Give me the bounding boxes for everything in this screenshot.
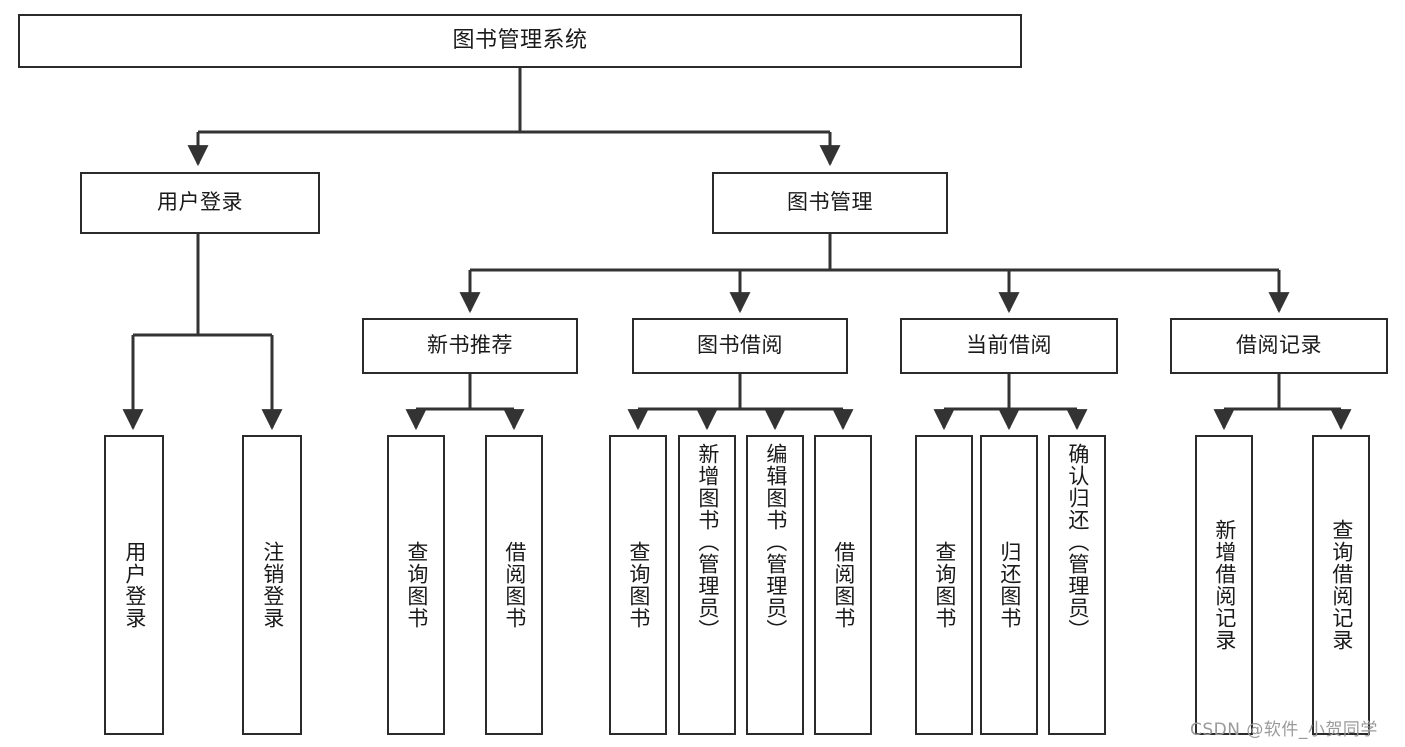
node-user-login-label: 用户登录 [157, 190, 243, 215]
node-leaf-query-book-1[interactable]: 查询图书 [387, 435, 445, 735]
node-leaf-query-record[interactable]: 查询借阅记录 [1312, 435, 1370, 735]
node-leaf-add-record[interactable]: 新增借阅记录 [1195, 435, 1253, 735]
node-new-book-recommend[interactable]: 新书推荐 [362, 318, 578, 374]
node-leaf-user-login-label: 用户登录 [122, 541, 147, 629]
node-user-login[interactable]: 用户登录 [80, 172, 320, 234]
node-book-manage-label: 图书管理 [787, 190, 873, 215]
node-leaf-add-record-label: 新增借阅记录 [1212, 519, 1237, 651]
node-leaf-add-book[interactable]: 新增图书（管理员） [678, 435, 736, 735]
node-leaf-return-book[interactable]: 归还图书 [980, 435, 1038, 735]
node-leaf-confirm-return-label: 确认归还（管理员） [1065, 443, 1090, 641]
node-new-book-recommend-label: 新书推荐 [427, 333, 513, 358]
node-book-manage[interactable]: 图书管理 [712, 172, 948, 234]
node-root[interactable]: 图书管理系统 [18, 14, 1022, 68]
node-leaf-edit-book-label: 编辑图书（管理员） [763, 443, 788, 641]
node-leaf-logout[interactable]: 注销登录 [242, 435, 302, 735]
node-leaf-query-book-3-label: 查询图书 [932, 541, 957, 629]
node-leaf-query-book-1-label: 查询图书 [404, 541, 429, 629]
node-borrow-record-label: 借阅记录 [1236, 333, 1322, 358]
node-leaf-borrow-book-1[interactable]: 借阅图书 [485, 435, 543, 735]
node-leaf-query-book-3[interactable]: 查询图书 [915, 435, 973, 735]
node-leaf-borrow-book-2-label: 借阅图书 [831, 541, 856, 629]
node-leaf-add-book-label: 新增图书（管理员） [695, 443, 720, 641]
node-leaf-query-book-2[interactable]: 查询图书 [609, 435, 667, 735]
node-leaf-edit-book[interactable]: 编辑图书（管理员） [746, 435, 804, 735]
node-book-borrow[interactable]: 图书借阅 [632, 318, 848, 374]
node-book-borrow-label: 图书借阅 [697, 333, 783, 358]
node-root-label: 图书管理系统 [452, 27, 588, 53]
node-leaf-borrow-book-1-label: 借阅图书 [502, 541, 527, 629]
node-leaf-confirm-return[interactable]: 确认归还（管理员） [1048, 435, 1106, 735]
node-leaf-query-book-2-label: 查询图书 [626, 541, 651, 629]
node-current-borrow-label: 当前借阅 [966, 333, 1052, 358]
node-leaf-borrow-book-2[interactable]: 借阅图书 [814, 435, 872, 735]
node-borrow-record[interactable]: 借阅记录 [1170, 318, 1388, 374]
node-leaf-logout-label: 注销登录 [260, 541, 285, 629]
watermark-text: CSDN @软件_小贺同学 [1190, 720, 1378, 740]
node-leaf-return-book-label: 归还图书 [997, 541, 1022, 629]
node-leaf-query-record-label: 查询借阅记录 [1329, 519, 1354, 651]
node-current-borrow[interactable]: 当前借阅 [900, 318, 1118, 374]
node-leaf-user-login[interactable]: 用户登录 [104, 435, 164, 735]
